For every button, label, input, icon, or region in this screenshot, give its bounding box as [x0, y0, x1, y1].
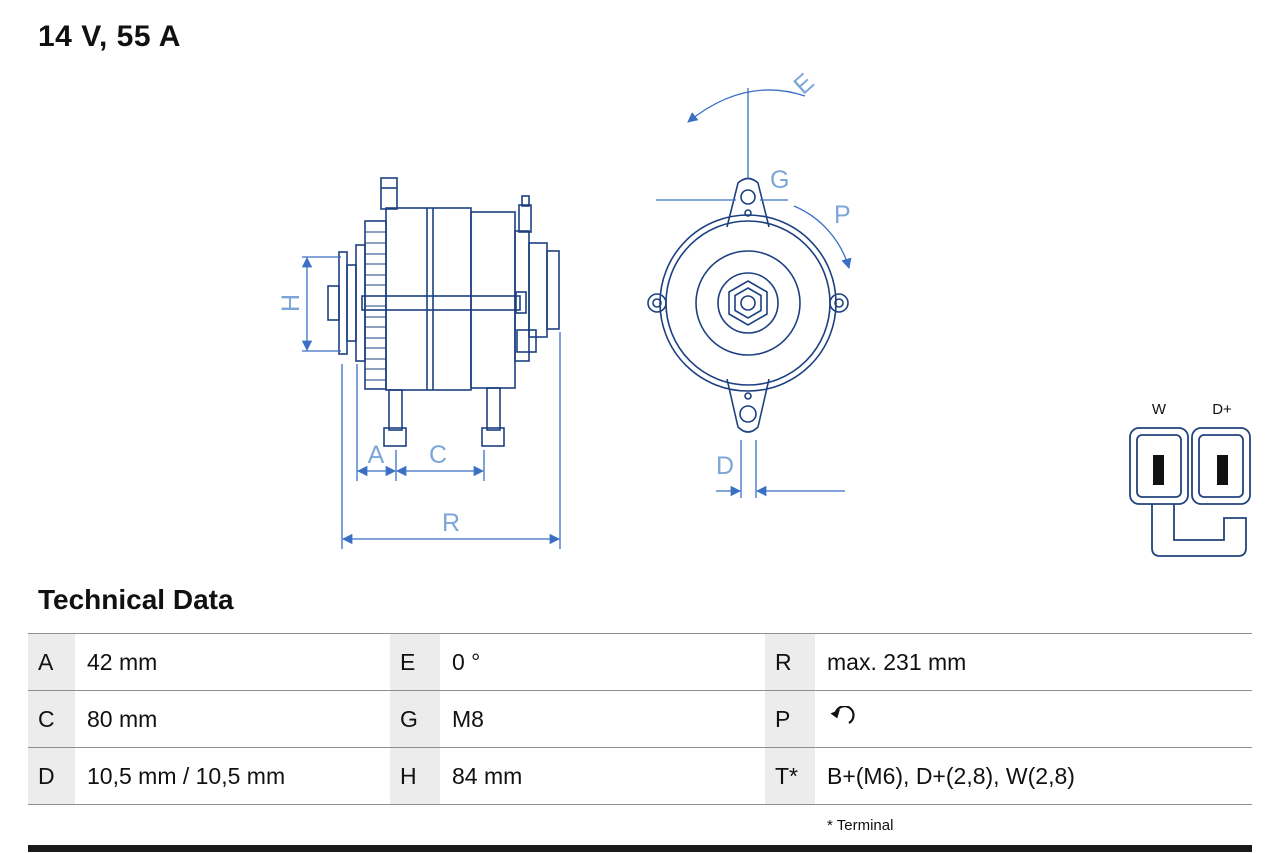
connector-label-dplus: D+	[1212, 401, 1232, 418]
connector-drawing	[1129, 427, 1251, 557]
tech-data-heading: Technical Data	[38, 584, 234, 615]
cell-key-c: C	[28, 691, 75, 747]
cell-value-d: 10,5 mm / 10,5 mm	[87, 762, 286, 789]
cell-key-r: R	[765, 634, 815, 690]
dim-label-c: C	[429, 441, 447, 469]
cell-value-t: B+(M6), D+(2,8), W(2,8)	[827, 762, 1075, 789]
tech-data-table: A 42 mm E 0 ° R max. 231 mm C 80 mm G M8…	[28, 633, 1252, 852]
cell-key-h: H	[390, 748, 440, 804]
dim-label-d: D	[716, 452, 734, 480]
side-view-drawing	[327, 177, 560, 447]
cell-value-e: 0 °	[452, 648, 481, 675]
dim-label-p: P	[834, 201, 851, 229]
connector-label-w: W	[1152, 401, 1167, 418]
dim-label-h: H	[277, 294, 305, 312]
cell-value-c: 80 mm	[87, 705, 158, 732]
cell-key-a: A	[28, 634, 75, 690]
footnote-row: * Terminal	[28, 805, 1252, 845]
dim-label-g: G	[770, 166, 789, 194]
cell-value-g: M8	[452, 705, 484, 732]
dimension-lines	[301, 88, 852, 549]
connector-blade-w	[1153, 455, 1164, 485]
cell-value-h: 84 mm	[452, 762, 523, 789]
counterclockwise-rotation-icon	[830, 706, 855, 724]
dim-label-r: R	[442, 509, 460, 537]
table-bottom-bar	[28, 845, 1252, 852]
cell-value-r: max. 231 mm	[827, 648, 967, 675]
terminal-footnote: * Terminal	[827, 816, 894, 834]
cell-key-e: E	[390, 634, 440, 690]
dim-label-e: E	[788, 68, 819, 100]
front-view-drawing	[647, 177, 849, 433]
page-title: 14 V, 55 A	[38, 20, 181, 53]
technical-drawing: H A C R E G P D W D+	[277, 68, 1251, 557]
cell-key-t: T*	[765, 748, 815, 804]
table-row: C 80 mm G M8 P	[28, 690, 1252, 747]
cell-key-d: D	[28, 748, 75, 804]
cell-value-p	[815, 691, 1252, 747]
table-row: D 10,5 mm / 10,5 mm H 84 mm T* B+(M6), D…	[28, 747, 1252, 805]
cell-key-p: P	[765, 691, 815, 747]
connector-blade-dplus	[1217, 455, 1228, 485]
cell-value-a: 42 mm	[87, 648, 158, 675]
table-row: A 42 mm E 0 ° R max. 231 mm	[28, 633, 1252, 690]
cell-key-g: G	[390, 691, 440, 747]
dim-label-a: A	[368, 441, 385, 469]
